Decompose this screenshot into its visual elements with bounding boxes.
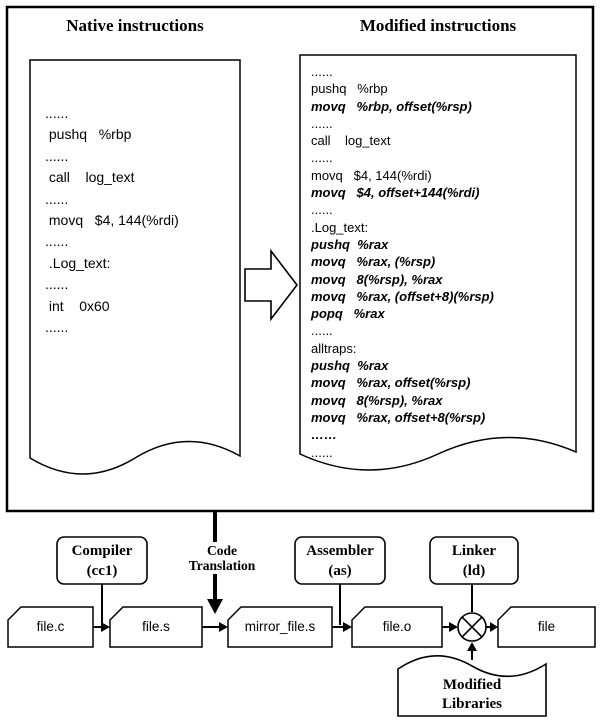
native-code-line: movq $4, 144(%rdi)	[45, 212, 179, 229]
file-s-shape	[109, 606, 203, 648]
native-code-line: ......	[45, 147, 69, 164]
compiler-label: Compiler (cc1)	[57, 541, 147, 581]
mirror-file-s-label: mirror_file.s	[244, 619, 316, 634]
modified-code-line: alltraps:	[311, 340, 357, 356]
translate-block-arrow-icon	[244, 248, 299, 322]
link-join-cross-2	[461, 616, 483, 638]
linker-sub: (ld)	[462, 563, 486, 579]
modified-code-line: movq $4, offset+144(%rdi)	[311, 185, 480, 201]
linker-name: Linker	[451, 543, 497, 559]
native-code-line: ......	[45, 190, 69, 207]
file-c-label: file.c	[36, 619, 65, 634]
modified-libraries-line2: Libraries	[442, 696, 502, 712]
modified-code-line: ......	[311, 115, 333, 131]
native-document-shape	[29, 59, 241, 475]
modified-code-line: call log_text	[311, 133, 391, 149]
modified-code-line: movq %rbp, offset(%rsp)	[311, 98, 472, 114]
native-code-line: ......	[45, 105, 69, 121]
file-o-shape	[351, 606, 443, 648]
assembler-name: Assembler	[306, 543, 374, 559]
modified-code-line: ……	[311, 427, 337, 443]
arrow-files-mirror-head-icon	[219, 622, 228, 632]
modified-code-line: movq %rax, offset(%rsp)	[311, 375, 471, 391]
file-o-label: file.o	[382, 619, 412, 634]
modified-code-line: pushq %rbp	[311, 81, 388, 97]
modified-libraries-line1: Modified	[442, 677, 502, 693]
native-code-line: call log_text	[45, 169, 135, 186]
modified-code-line: pushq %rax	[311, 236, 389, 252]
file-out-label: file	[537, 619, 556, 634]
native-code-line: int 0x60	[45, 297, 110, 314]
arrow-mirror-fileo-head-icon	[343, 622, 352, 632]
file-out-shape	[497, 606, 596, 648]
native-instructions-title: Native instructions	[66, 16, 204, 35]
modified-code-line: movq $4, 144(%rdi)	[311, 167, 432, 183]
modified-libraries-shape	[397, 655, 547, 717]
assembler-label: Assembler (as)	[295, 541, 385, 581]
modified-libraries-label: Modified Libraries	[398, 676, 546, 714]
modified-code-line: popq %rax	[311, 306, 385, 322]
native-code-line: ......	[45, 276, 69, 293]
modified-code-line: movq 8(%rsp), %rax	[311, 271, 443, 287]
code-translation-label-line1: Code	[207, 543, 237, 558]
compiler-sub: (cc1)	[86, 563, 118, 579]
modified-code-line: movq %rax, (offset+8)(%rsp)	[311, 288, 494, 304]
code-translation-arrowhead-icon	[207, 599, 223, 614]
assembler-sub: (as)	[328, 563, 352, 579]
modified-code-line: movq %rax, offset+8(%rsp)	[311, 409, 486, 425]
modified-code-line: ......	[311, 444, 333, 460]
modified-code-listing: ...... pushq %rbp movq %rbp, offset(%rsp…	[311, 63, 494, 461]
arrow-filec-files-head-icon	[101, 622, 110, 632]
modified-code-line: ......	[311, 323, 333, 339]
modified-code-line: ......	[311, 150, 333, 166]
linker-box	[429, 536, 519, 585]
arrow-lib-link-head-icon	[467, 642, 477, 651]
native-code-line: ......	[45, 319, 69, 336]
modified-code-line: movq %rax, (%rsp)	[311, 254, 436, 270]
compiler-name: Compiler	[71, 543, 133, 559]
modified-code-line: .Log_text:	[311, 219, 369, 235]
modified-document-shape	[299, 54, 577, 471]
code-translation-label: Code Translation	[188, 542, 256, 574]
modified-code-line: ......	[311, 64, 333, 79]
arrow-fileo-link-head-icon	[449, 622, 458, 632]
linker-label: Linker (ld)	[430, 541, 518, 581]
native-code-listing: ...... pushq %rbp ...... call log_text .…	[45, 103, 179, 338]
native-code-line: ......	[45, 233, 69, 250]
native-code-line: .Log_text:	[45, 254, 111, 271]
modified-code-line: movq 8(%rsp), %rax	[311, 392, 443, 408]
modified-instructions-title: Modified instructions	[359, 16, 517, 35]
modified-code-line: pushq %rax	[311, 358, 389, 374]
native-code-line: pushq %rbp	[45, 126, 132, 143]
mirror-file-s-shape	[227, 606, 333, 648]
file-c-shape	[7, 606, 94, 648]
code-translation-label-line2: Translation	[188, 558, 256, 573]
modified-code-line: ......	[311, 202, 333, 218]
arrow-link-file-head-icon	[490, 622, 498, 632]
file-s-label: file.s	[142, 619, 170, 634]
